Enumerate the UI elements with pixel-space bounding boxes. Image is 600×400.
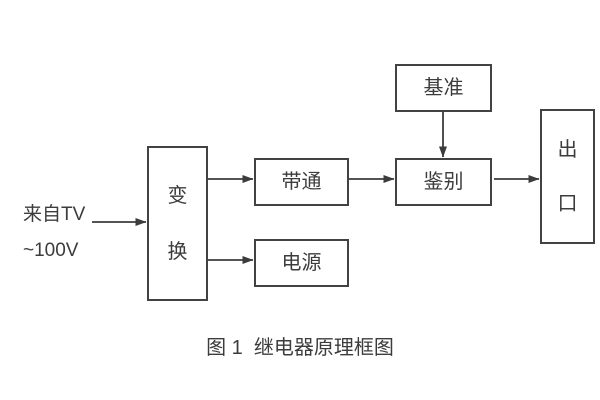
node-power: 电源 [254,239,349,287]
input-source-label: 来自TV ~100V [23,197,85,269]
node-reference-label: 基准 [423,77,464,99]
node-bandpass-label: 带通 [281,171,322,193]
node-transform-label-char1: 变 [167,184,188,207]
node-transform-label-char2: 换 [167,240,188,263]
node-power-label: 电源 [281,252,322,274]
input-source-line1: 来自TV [23,204,86,225]
node-output-label-char1: 出 [557,138,578,161]
node-discriminator-label: 鉴别 [423,171,464,193]
node-output: 出 口 [540,109,595,244]
node-discriminator: 鉴别 [395,158,492,206]
node-transform: 变 换 [147,146,208,301]
input-source-line2: ~100V [23,240,79,261]
node-output-label-char2: 口 [557,192,578,215]
figure-caption: 图 1 继电器原理框图 [206,337,394,359]
node-bandpass: 带通 [254,158,349,206]
node-reference: 基准 [395,64,492,112]
